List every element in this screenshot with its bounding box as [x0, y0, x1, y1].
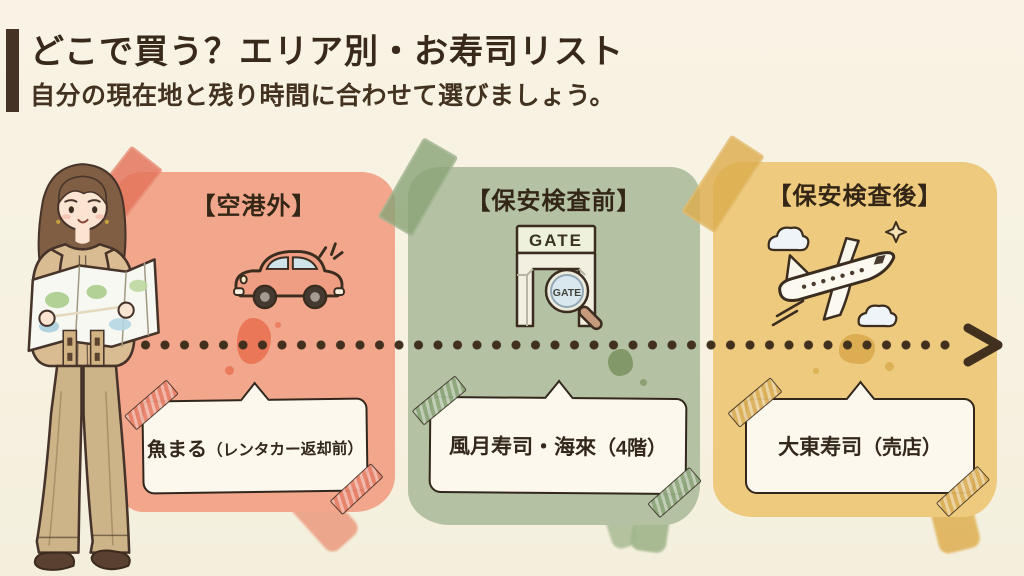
map-icon [27, 258, 160, 353]
shop-name: 風月寿司・海來（4階） [448, 434, 668, 460]
car-icon [231, 240, 347, 327]
page-title: どこで買う？エリア別・お寿司リスト [30, 33, 624, 71]
woman-with-map-illustration [27, 163, 160, 571]
ink-blot [640, 379, 647, 386]
ink-blot [885, 362, 894, 371]
area-label-after-security: 【保安検査後】 [767, 183, 943, 210]
shop-name: 魚まる（レンタカー返却前） [146, 438, 364, 462]
area-label-outside: 【空港外】 [191, 193, 317, 220]
airplane-icon [763, 220, 913, 337]
title-accent-bar [6, 29, 19, 112]
ink-blot [225, 366, 234, 375]
area-label-before-security: 【保安検査前】 [466, 188, 642, 215]
ink-blot [275, 322, 281, 328]
magnifier-icon: GATE [544, 268, 603, 331]
ink-blot [813, 368, 819, 374]
security-gate-icon: GATE GATE [500, 223, 612, 338]
svg-text:GATE: GATE [529, 231, 583, 250]
shop-name: 大東寿司（売店） [778, 436, 942, 459]
shop-bubble-outside: 魚まる（レンタカー返却前） [124, 379, 384, 516]
page-subtitle: 自分の現在地と残り時間に合わせて選びましょう。 [30, 82, 616, 110]
shop-bubble-before-security: 風月寿司・海來（4階） [411, 375, 702, 519]
arrow-right-icon [963, 323, 1003, 367]
timeline-dotted-line [120, 339, 958, 351]
svg-text:GATE: GATE [553, 287, 581, 299]
ink-blot [608, 349, 633, 376]
shop-bubble-after-security: 大東寿司（売店） [727, 377, 991, 518]
